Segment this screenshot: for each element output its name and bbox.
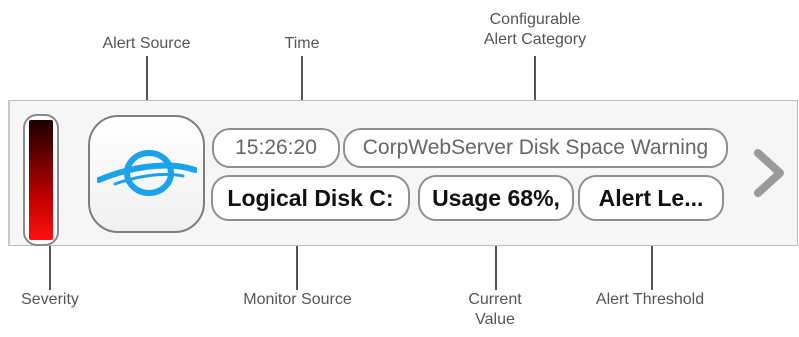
label-time: Time: [284, 35, 320, 52]
severity-indicator: [23, 114, 59, 246]
label-alert-source: Alert Source: [102, 35, 191, 52]
alert-category-field: CorpWebServer Disk Space Warning: [343, 128, 728, 168]
alert-threshold-field: Alert Le...: [578, 175, 724, 221]
monitor-source-field: Logical Disk C:: [211, 175, 410, 221]
label-category-line1: Configurable: [489, 11, 581, 28]
label-current-line1: Current: [468, 291, 522, 308]
label-configurable-alert-category: Configurable Alert Category: [445, 10, 625, 50]
label-severity: Severity: [21, 291, 79, 308]
label-alert-threshold: Alert Threshold: [595, 291, 705, 308]
severity-gradient: [29, 120, 53, 240]
time-field: 15:26:20: [212, 128, 340, 168]
label-monitor-source: Monitor Source: [243, 291, 352, 308]
chevron-right-icon[interactable]: [752, 149, 786, 197]
label-category-line2: Alert Category: [483, 31, 587, 48]
label-current-line2: Value: [475, 311, 515, 328]
alert-source-logo-icon: [97, 150, 197, 196]
alert-source-tile[interactable]: [88, 115, 205, 233]
label-current-value: Current Value: [440, 290, 550, 330]
current-value-field: Usage 68%,: [418, 175, 574, 221]
